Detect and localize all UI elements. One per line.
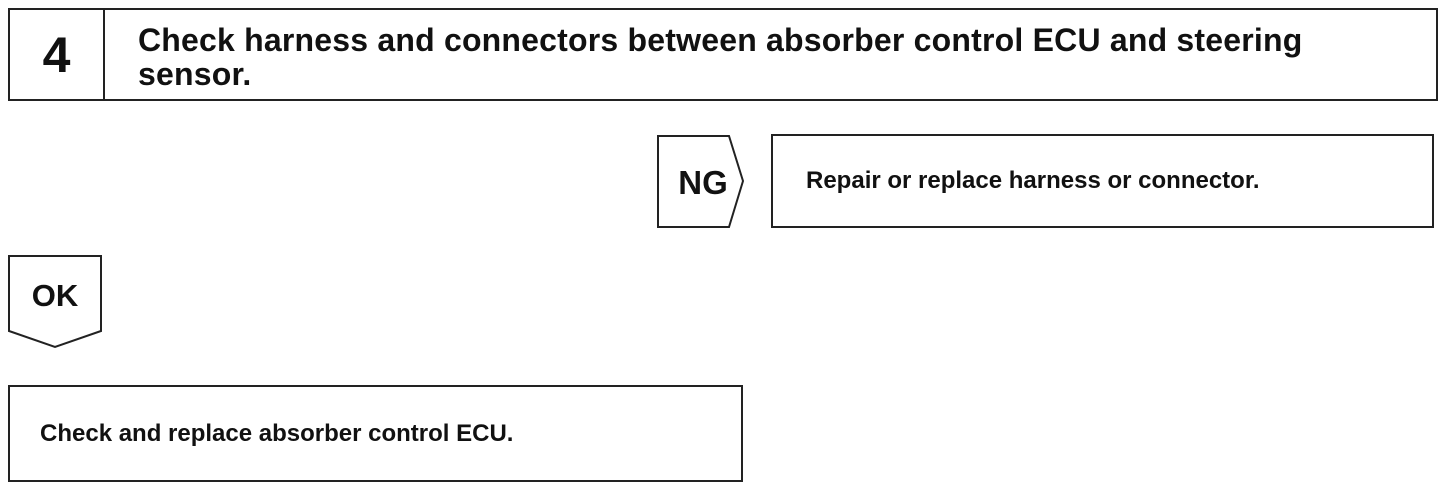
ok-result-text: Check and replace absorber control ECU. <box>40 419 514 447</box>
ok-tag-label: OK <box>31 278 79 313</box>
step-header: 4 Check harness and connectors between a… <box>8 8 1438 101</box>
ng-arrow-tag <box>657 135 745 228</box>
ng-tag-label: NG <box>678 164 728 201</box>
ok-result-box: Check and replace absorber control ECU. <box>8 385 743 482</box>
ng-result-box: Repair or replace harness or connector. <box>771 134 1434 228</box>
ng-arrow-shape <box>657 135 745 228</box>
ok-arrow-tag <box>8 255 102 349</box>
step-number: 4 <box>10 10 105 99</box>
ok-arrow-shape <box>8 255 102 349</box>
step-title: Check harness and connectors between abs… <box>138 22 1303 92</box>
ng-result-text: Repair or replace harness or connector. <box>806 167 1260 194</box>
